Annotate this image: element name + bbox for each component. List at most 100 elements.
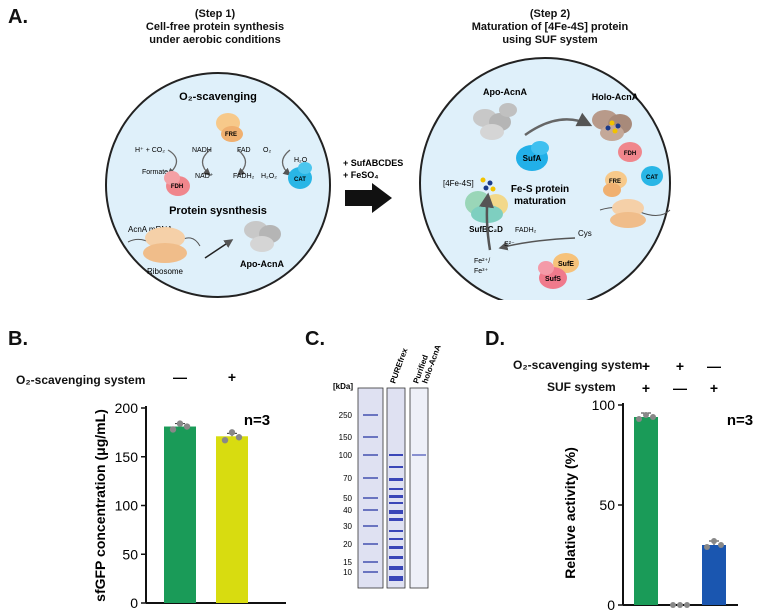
marker-band xyxy=(363,477,378,479)
marker-band xyxy=(363,436,378,438)
add-suf-label: + SufABCDES xyxy=(343,158,403,168)
y-tick-label: 200 xyxy=(115,400,139,416)
kda-marker-label: 30 xyxy=(343,522,352,531)
maturation-arrow xyxy=(524,112,593,137)
panel-a-diagram: O₂-scavenging FRE H⁺ + CO₂ Formate NADH … xyxy=(105,57,671,300)
apo-acna-icon xyxy=(244,221,281,252)
bar xyxy=(164,426,196,603)
step2-label: (Step 2) xyxy=(529,8,571,20)
y-axis-label: sfGFP concentration (μg/mL) xyxy=(92,409,108,602)
fadh2-label: FADH₂ xyxy=(233,173,255,180)
purefrex-band xyxy=(389,576,403,581)
o2-scavenging-label: O₂-scavenging xyxy=(179,91,257,103)
fad-label: FAD xyxy=(237,147,251,154)
marker-band xyxy=(363,497,378,499)
sulfur-delivery-arrow xyxy=(498,237,576,251)
marker-band xyxy=(363,571,378,573)
nadh-label: NADH xyxy=(192,147,212,154)
y-tick-label: 50 xyxy=(599,497,615,513)
purefrex-band xyxy=(389,546,403,549)
y-tick-label: 0 xyxy=(130,595,138,610)
process-arrow xyxy=(345,183,392,213)
step1-line2: under aerobic conditions xyxy=(149,34,281,46)
data-point xyxy=(718,542,724,548)
fad-arc xyxy=(237,149,247,176)
synthesis-arrow xyxy=(204,239,234,259)
step1-title: (Step 1) Cell-free protein synthesis und… xyxy=(120,8,310,47)
formate-label: Formate xyxy=(142,169,168,176)
fre-protein-icon xyxy=(216,113,243,142)
apo-acna2-label: Apo-AcnA xyxy=(483,87,527,97)
data-point xyxy=(704,544,710,550)
purefrex-band xyxy=(389,518,403,521)
kda-marker-label: 40 xyxy=(343,506,352,515)
sufa-label: SufA xyxy=(523,154,542,163)
kda-marker-label: 20 xyxy=(343,540,352,549)
fre2-label: FRE xyxy=(609,179,621,185)
purefrex-band xyxy=(389,454,403,456)
kda-marker-label: 100 xyxy=(339,451,353,460)
sufbc2d-label: SufBC₂D xyxy=(469,225,503,234)
fdh-protein-icon xyxy=(164,171,190,196)
data-point xyxy=(650,414,656,420)
purefrex-band xyxy=(389,510,403,514)
purefrex-band xyxy=(389,538,403,540)
fe-label-1: Fe²⁺/ xyxy=(474,258,490,265)
kda-marker-label: 10 xyxy=(343,568,352,577)
bar xyxy=(634,417,658,605)
row1-sign: + xyxy=(642,358,650,374)
data-point xyxy=(228,429,236,436)
row2-sign: — xyxy=(673,380,687,396)
panel-d-row1-label: O₂-scavenging system xyxy=(513,358,643,372)
purefrex-band xyxy=(389,566,403,570)
add-feso4-label: + FeSO₄ xyxy=(343,170,379,180)
bar xyxy=(702,545,726,605)
data-point xyxy=(677,602,683,608)
fre-label: FRE xyxy=(225,132,237,138)
fe-label-2: Fe³⁺ xyxy=(474,268,489,275)
data-point xyxy=(643,412,649,418)
data-point xyxy=(235,434,243,441)
cys-label: Cys xyxy=(578,229,592,238)
step1-line1: Cell-free protein synthesis xyxy=(145,21,285,33)
y-axis-label: Relative activity (%) xyxy=(562,447,578,579)
holo-acna-band xyxy=(412,454,426,456)
gel-lane-holo-acna xyxy=(409,387,429,589)
kda-label: [kDa] xyxy=(333,382,353,391)
fdh2-label: FDH xyxy=(624,151,636,157)
kda-marker-label: 250 xyxy=(339,411,353,420)
marker-band xyxy=(363,414,378,416)
fe4s-label: [4Fe-4S] xyxy=(443,179,474,188)
fdh-label: FDH xyxy=(171,184,183,190)
lane-purefrex-label: PUREfrex xyxy=(388,346,409,384)
o2-label: O₂ xyxy=(263,147,271,154)
nadh-arc xyxy=(201,149,211,176)
data-point xyxy=(183,423,191,430)
panel-b-letter: B. xyxy=(8,328,28,350)
data-point xyxy=(670,602,676,608)
acna-mrna-label: AcnA mRNA xyxy=(128,225,173,234)
data-point xyxy=(169,426,177,433)
protein-synthesis-label: Protein sysnthesis xyxy=(169,205,267,217)
nad-label: NAD⁺ xyxy=(195,173,214,180)
h2o-label: H₂O xyxy=(294,157,308,164)
purefrex-band xyxy=(389,530,403,532)
purefrex-band xyxy=(389,466,403,468)
step2-title: (Step 2) Maturation of [4Fe-4S] protein … xyxy=(450,8,650,47)
y-tick-label: 100 xyxy=(115,498,139,514)
fdh2-protein-icon xyxy=(618,142,642,162)
marker-band xyxy=(363,525,378,527)
cat2-label: CAT xyxy=(646,175,658,181)
step2-line1: Maturation of [4Fe-4S] protein xyxy=(471,21,629,33)
step1-label: (Step 1) xyxy=(194,8,236,20)
sufs-label: SufS xyxy=(545,276,561,283)
row2-sign: + xyxy=(642,380,650,396)
ribosome2-icon xyxy=(610,199,646,228)
panel-c-gel: [kDa] PUREfrex Purified holo-AcnA 250150… xyxy=(333,343,443,589)
kda-marker-label: 50 xyxy=(343,494,352,503)
panel-c-letter: C. xyxy=(305,328,325,350)
row2-sign: + xyxy=(710,380,718,396)
kda-marker-label: 15 xyxy=(343,558,352,567)
data-point xyxy=(221,436,229,444)
